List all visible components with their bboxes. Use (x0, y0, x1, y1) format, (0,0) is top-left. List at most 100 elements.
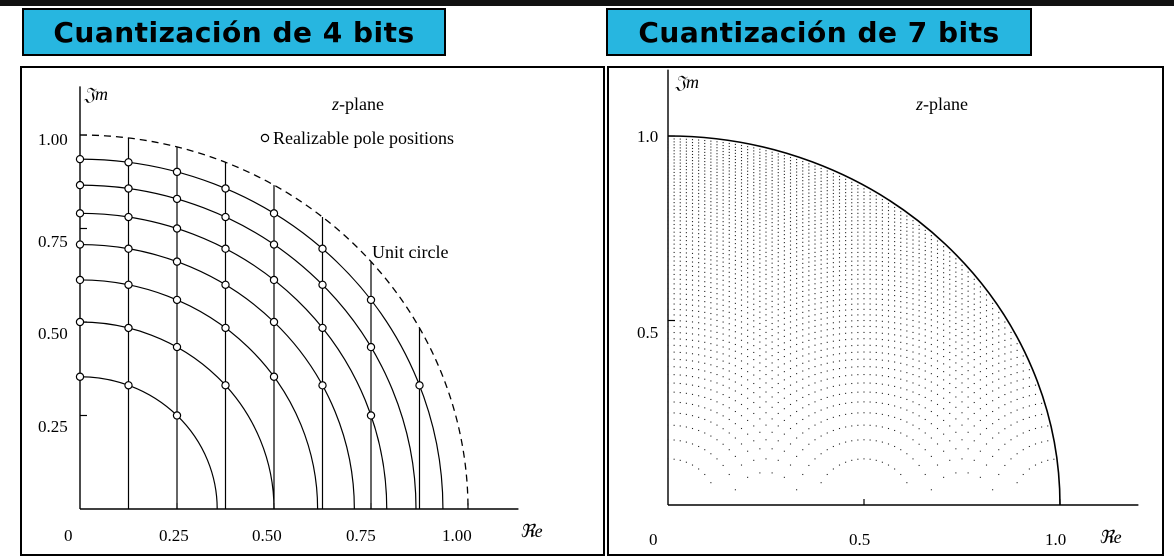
pole-dot (930, 255, 932, 257)
pole-dot (894, 241, 896, 243)
pole-dot (863, 373, 865, 376)
pole-dot (826, 249, 828, 252)
pole-dot (949, 338, 951, 340)
pole-dot (783, 397, 785, 399)
pole-dot (814, 351, 816, 353)
pole-dot (789, 163, 792, 165)
pole-dot (912, 247, 914, 249)
pole-dot (691, 185, 694, 187)
pole-dot (777, 191, 779, 193)
x-tick-label: 0.75 (346, 526, 376, 545)
pole-dot (973, 320, 975, 322)
pole-dot (783, 246, 785, 248)
pole-dot (838, 299, 841, 301)
pole-dot (734, 331, 736, 333)
pole-dot (863, 458, 865, 460)
pole-dot (851, 188, 853, 190)
pole-dot (789, 393, 792, 395)
pole-dot (753, 239, 755, 241)
pole-dot (753, 401, 755, 404)
pole-dot (740, 427, 743, 430)
pole-dot (1022, 396, 1024, 398)
pole-dot (704, 249, 706, 252)
pole-dot (740, 261, 743, 263)
pole-dot (789, 185, 792, 187)
pole-dot (900, 335, 902, 337)
pole-dot (777, 224, 779, 226)
pole-dot (1016, 349, 1018, 351)
pole-dot (734, 325, 736, 327)
pole-dot (685, 228, 687, 230)
pole-dot (949, 332, 951, 334)
pole-dot (924, 418, 926, 421)
pole-dot (949, 256, 951, 258)
pole-dot (728, 323, 730, 325)
pole-dot (869, 458, 871, 460)
pole-dot (691, 240, 694, 242)
pole-dot (894, 217, 896, 219)
unit-circle (667, 135, 1061, 506)
pole-dot (887, 321, 890, 323)
pole-dot (918, 376, 920, 378)
pole-dot (734, 219, 736, 221)
pole-dot (789, 289, 792, 291)
pole-dot (753, 212, 755, 215)
pole-dot (826, 473, 828, 476)
pole-dot (753, 150, 755, 152)
pole-dot (845, 352, 847, 354)
pole-dot (704, 176, 706, 178)
pole-dot (832, 237, 834, 239)
pole-dot (1022, 407, 1024, 409)
pole-dot (759, 276, 761, 278)
pole-dot (771, 448, 773, 450)
pole-dot (734, 343, 736, 346)
pole-dot (900, 254, 902, 256)
pole-dot (869, 209, 871, 211)
pole-dot (771, 189, 773, 192)
pole-dot (698, 262, 700, 264)
pole-dot (691, 141, 694, 144)
pole-dot (747, 276, 749, 278)
pole-dot (973, 298, 975, 300)
pole-dot (949, 359, 951, 361)
pole-dot (851, 202, 853, 204)
pole-dot (722, 404, 724, 406)
pole-dot (961, 344, 963, 346)
pole-dot (808, 346, 810, 348)
pole-dot (716, 223, 718, 225)
radius-arc (79, 279, 319, 510)
pole-dot (814, 195, 816, 197)
pole-dot (759, 154, 761, 156)
pole-dot (753, 283, 755, 285)
pole-dot (918, 299, 920, 301)
pole-dot (691, 169, 694, 171)
pole-dot (777, 392, 779, 394)
pole-dot (716, 156, 718, 158)
pole-dot (887, 240, 890, 242)
pole-dot (777, 366, 779, 368)
pole-dot (936, 270, 939, 272)
pole-dot (771, 341, 773, 343)
pole-dot (740, 376, 743, 378)
pole-dot (894, 257, 896, 259)
pole-dot (863, 195, 865, 197)
pole-dot (796, 455, 798, 457)
pole-dot (673, 264, 675, 266)
pole-dot (1016, 343, 1018, 345)
pole-dot (820, 318, 822, 320)
pole-dot (716, 298, 718, 300)
pole-dot (894, 206, 896, 209)
pole-dot (747, 190, 749, 192)
pole-dot (704, 154, 706, 156)
pole-dot (673, 325, 675, 327)
legend-pole-icon (260, 133, 270, 143)
pole-dot (771, 285, 773, 287)
pole-dot (673, 439, 675, 441)
pole-dot (820, 435, 822, 437)
pole-dot (1022, 378, 1024, 380)
pole-dot (857, 331, 859, 334)
pole-dot (820, 255, 822, 257)
pole-dot (734, 184, 736, 186)
pole-dot (685, 178, 687, 180)
pole-dot (1022, 432, 1024, 434)
